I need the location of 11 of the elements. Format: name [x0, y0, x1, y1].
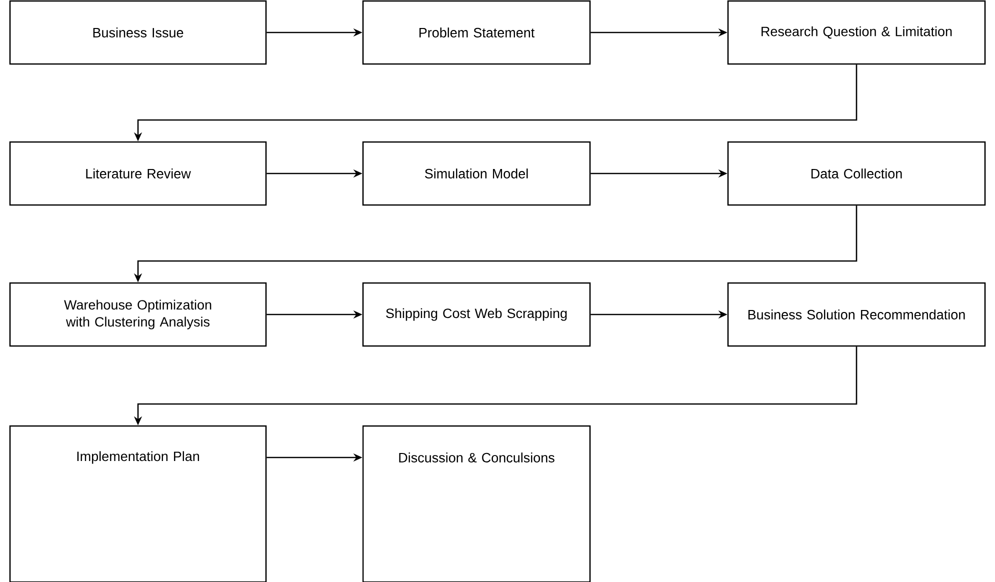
process-box: Literature Review [9, 141, 267, 206]
process-box: Business Issue [9, 0, 267, 65]
process-box: Shipping Cost Web Scrapping [362, 282, 591, 347]
process-box: Data Collection [727, 141, 986, 206]
process-box: Discussion & Conculsions [362, 425, 591, 582]
process-box: Problem Statement [362, 0, 591, 65]
process-box: Simulation Model [362, 141, 591, 206]
process-box: Business Solution Recommendation [727, 282, 986, 347]
process-box: Implementation Plan [9, 425, 267, 582]
process-box: Warehouse Optimization with Clustering Analysis [9, 282, 267, 347]
process-box: Research Question & Limitation [727, 0, 986, 65]
